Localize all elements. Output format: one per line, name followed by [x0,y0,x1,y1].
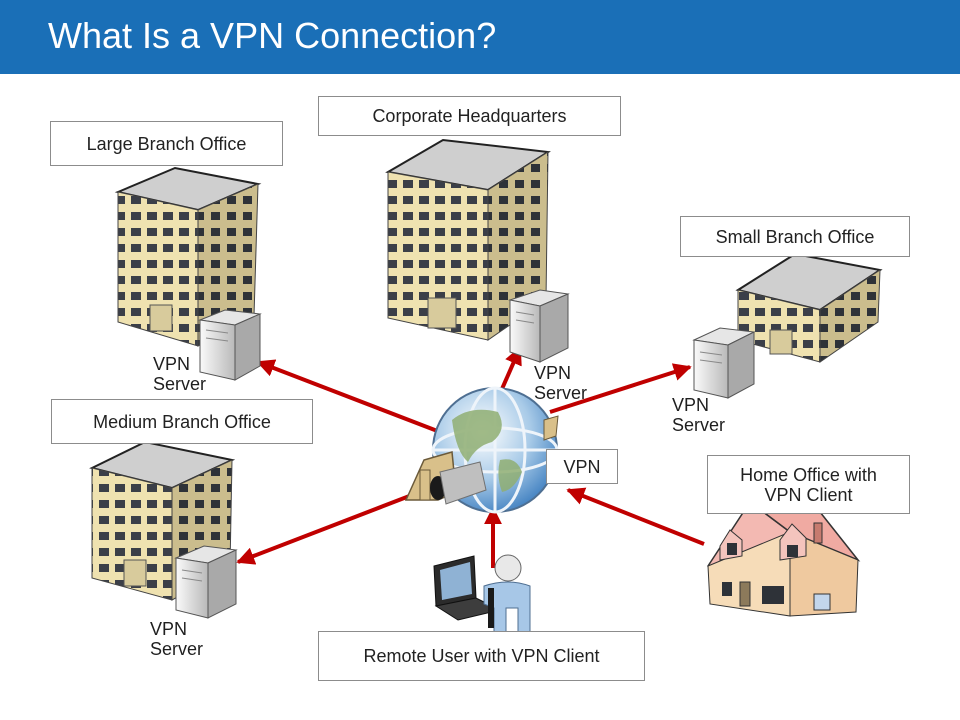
large-branch-office-label: Large Branch Office [50,121,283,166]
remote-user-person-icon [483,554,531,633]
laptop-icon [433,555,502,621]
vpn-tag-label: VPN [546,449,618,484]
arrow-to-large-branch [256,359,441,434]
large-branch-building-icon [114,166,262,347]
large-branch-vpn-server-text: VPN Server [153,354,207,394]
corporate-hq-building-icon [385,138,551,341]
large-branch-server-icon [198,309,262,381]
medium-branch-office-label: Medium Branch Office [51,399,313,444]
small-branch-server-icon [692,327,756,399]
corporate-hq-vpn-server-text: VPN Server [534,363,588,403]
vpn-tunnel-icon [404,415,559,505]
home-office-label: Home Office with VPN Client [707,455,910,514]
title-bar: What Is a VPN Connection? [0,0,960,74]
corporate-hq-server-icon [508,289,570,363]
corporate-headquarters-label: Corporate Headquarters [318,96,621,136]
medium-branch-server-icon [174,545,238,619]
medium-branch-vpn-server-text: VPN Server [150,619,204,659]
home-office-house-icon [706,500,861,617]
small-branch-office-label: Small Branch Office [680,216,910,257]
arrow-to-small-branch [549,363,692,414]
page-title: What Is a VPN Connection? [48,15,497,56]
remote-user-label: Remote User with VPN Client [318,631,645,681]
small-branch-vpn-server-text: VPN Server [672,395,726,435]
connection-arrows [236,346,705,568]
vpn-diagram [89,138,883,633]
arrow-from-home-office [566,487,705,546]
small-branch-building-icon [735,252,883,363]
arrow-to-medium-branch [236,488,426,565]
